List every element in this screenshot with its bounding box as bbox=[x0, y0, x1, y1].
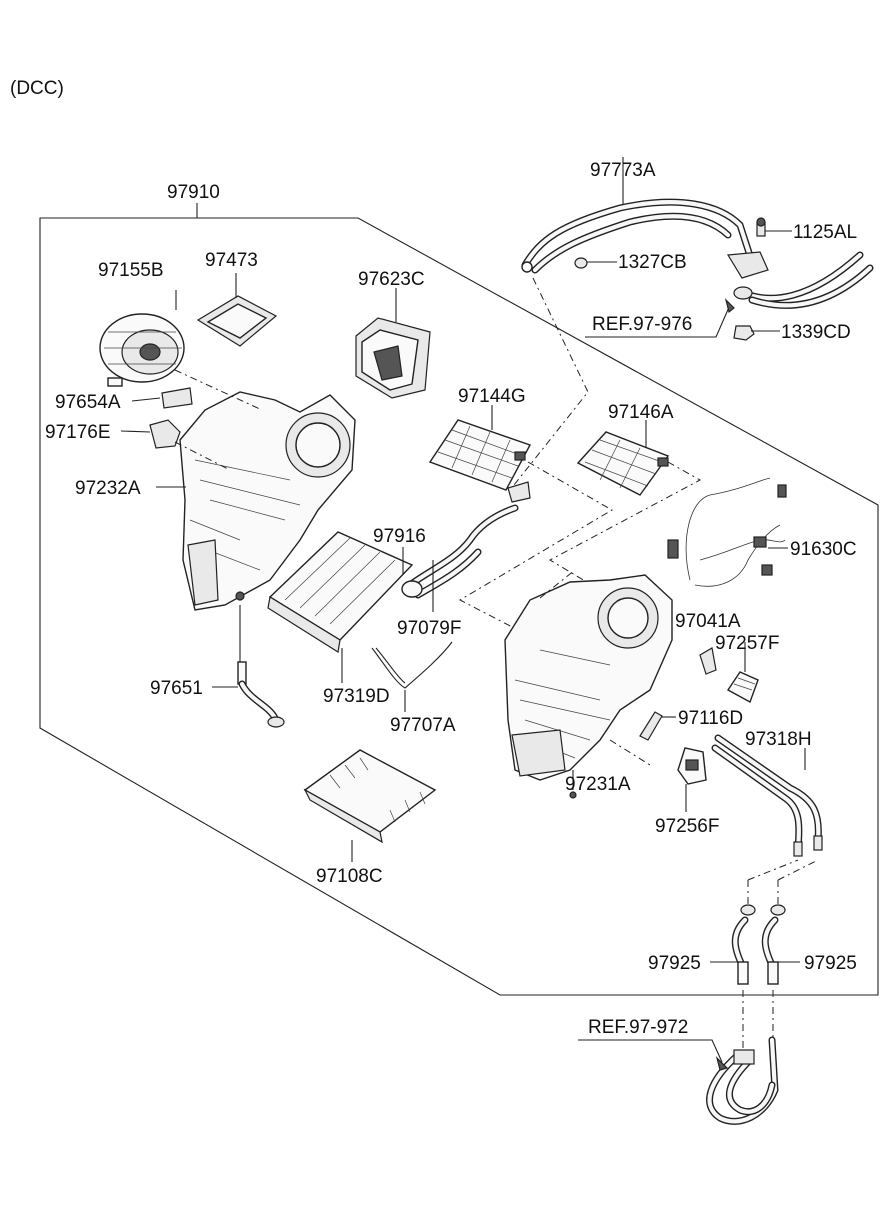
seal-97473-part bbox=[196, 295, 278, 347]
hose-97773A-part bbox=[521, 198, 769, 279]
filter-97144G-part bbox=[428, 419, 532, 491]
label-1125AL: 1125AL bbox=[793, 222, 857, 243]
label-97231A: 97231A bbox=[565, 774, 631, 795]
label-97256F: 97256F bbox=[655, 816, 719, 837]
label-ref-97-972: REF.97-972 bbox=[588, 1017, 688, 1038]
actuator-97041A-part bbox=[699, 647, 717, 675]
actuator-97256F-part bbox=[677, 747, 707, 785]
lever-97116D-part bbox=[639, 711, 663, 741]
label-97155B: 97155B bbox=[98, 260, 164, 281]
label-97916: 97916 bbox=[373, 526, 426, 547]
label-97079F: 97079F bbox=[397, 618, 461, 639]
blower-case-97232A-part bbox=[179, 391, 356, 611]
duct-97623C-part bbox=[355, 317, 431, 399]
rod-97707A-part bbox=[371, 641, 453, 689]
label-97773A: 97773A bbox=[590, 160, 656, 181]
bolt-1125AL-part bbox=[756, 217, 766, 237]
label-97925-left: 97925 bbox=[648, 953, 701, 974]
label-97318H: 97318H bbox=[745, 729, 812, 750]
label-97144G: 97144G bbox=[458, 386, 526, 407]
cover-97108C-part bbox=[303, 749, 437, 844]
pipe-97079F-part bbox=[401, 481, 531, 599]
label-97108C: 97108C bbox=[316, 866, 383, 887]
label-97654A: 97654A bbox=[55, 392, 121, 413]
clip-1327CB-part bbox=[574, 257, 588, 269]
label-97925-right: 97925 bbox=[804, 953, 857, 974]
label-97232A: 97232A bbox=[75, 478, 141, 499]
pipe-connector-part bbox=[706, 1036, 779, 1125]
harness-91630C-part bbox=[667, 477, 787, 587]
assembly-boundary bbox=[39, 217, 879, 996]
hoses-97925-part bbox=[731, 904, 786, 985]
hose-extension-part bbox=[733, 251, 874, 309]
label-1327CB: 1327CB bbox=[618, 252, 687, 273]
label-97257F: 97257F bbox=[715, 633, 779, 654]
label-97910: 97910 bbox=[167, 182, 220, 203]
label-1339CD: 1339CD bbox=[781, 322, 851, 343]
label-91630C: 91630C bbox=[790, 539, 857, 560]
label-97707A: 97707A bbox=[390, 715, 456, 736]
label-97623C: 97623C bbox=[358, 269, 425, 290]
pad-97654A-part bbox=[161, 387, 193, 409]
actuator-97257F-part bbox=[726, 671, 759, 704]
label-97176E: 97176E bbox=[45, 422, 111, 443]
label-ref-97-976: REF.97-976 bbox=[592, 314, 692, 335]
heater-case-97231A-part bbox=[504, 574, 673, 799]
label-97041A: 97041A bbox=[675, 611, 741, 632]
variant-label: (DCC) bbox=[10, 78, 64, 99]
blower-motor-97155B-part bbox=[99, 313, 185, 387]
label-97651: 97651 bbox=[150, 678, 203, 699]
nut-1339CD-part bbox=[733, 325, 755, 341]
core-97319D-part bbox=[267, 531, 414, 653]
pipe-97318H-part bbox=[711, 734, 823, 857]
label-97146A: 97146A bbox=[608, 402, 674, 423]
label-97319D: 97319D bbox=[323, 686, 390, 707]
resistor-97176E-part bbox=[149, 419, 181, 449]
label-97473: 97473 bbox=[205, 250, 258, 271]
hose-97651-part bbox=[237, 661, 285, 728]
label-97116D: 97116D bbox=[678, 708, 743, 729]
filter-97146A-part bbox=[576, 431, 670, 496]
